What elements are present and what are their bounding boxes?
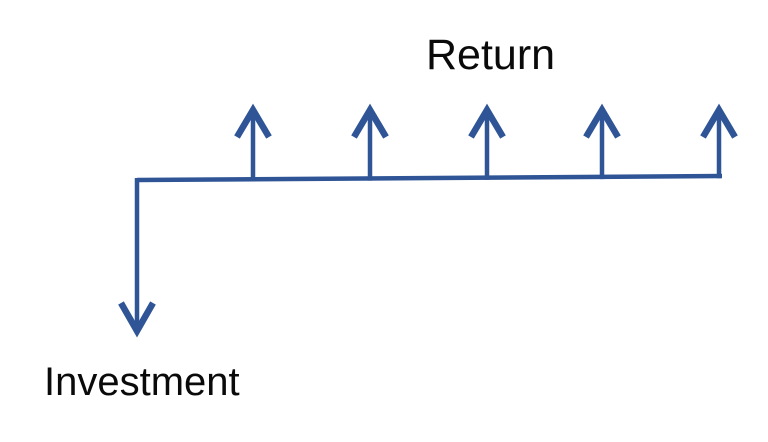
timeline-line xyxy=(136,173,723,183)
return-arrowhead-4 xyxy=(583,103,621,139)
investment-arrowhead xyxy=(118,301,156,338)
return-arrowhead-3 xyxy=(468,103,506,139)
return-arrowhead-1 xyxy=(234,103,272,139)
return-arrowhead-2 xyxy=(351,103,389,139)
investment-label: Investment xyxy=(44,360,240,404)
return-label: Return xyxy=(426,31,556,79)
return-arrowhead-5 xyxy=(700,103,738,139)
